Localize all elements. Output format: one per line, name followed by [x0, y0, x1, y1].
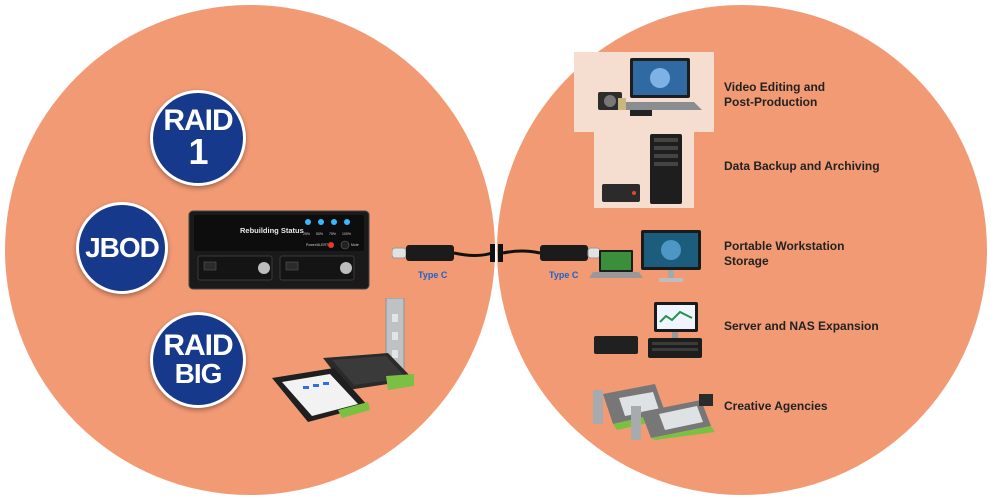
- backup-tower-icon: [594, 132, 694, 208]
- server-rack-icon: [594, 302, 702, 358]
- progress-label-50: 50%: [316, 232, 323, 236]
- raid1-badge: RAID 1: [150, 90, 246, 186]
- raid-big-badge-line1: RAID: [163, 329, 233, 363]
- use-case-portable-line1: Portable Workstation: [724, 239, 845, 253]
- use-case-agency-line1: Creative Agencies: [724, 399, 828, 413]
- dual-bay-enclosure-icon: Rebuilding Status 25% 50% 75% 100% Power…: [188, 210, 370, 290]
- use-case-video-line2: Post-Production: [724, 95, 818, 109]
- raid-big-badge: RAID BIG: [150, 312, 246, 408]
- mute-label: Mute: [351, 243, 359, 247]
- raid1-badge-line2: 1: [188, 131, 208, 173]
- expansion-cards-icon: [593, 384, 715, 440]
- type-c-label-right: Type C: [549, 270, 579, 280]
- type-c-label-left: Type C: [418, 270, 448, 280]
- use-case-label-server-nas: Server and NAS Expansion: [724, 319, 944, 334]
- use-case-backup-line1: Data Backup and Archiving: [724, 159, 880, 173]
- raid-big-badge-line2: BIG: [174, 357, 223, 389]
- progress-label-75: 75%: [329, 232, 336, 236]
- raid1-badge-line1: RAID: [163, 103, 233, 137]
- usb-c-cable-icon: [392, 244, 600, 262]
- progress-label-25: 25%: [303, 232, 310, 236]
- jbod-badge-line1: JBOD: [85, 231, 160, 263]
- video-editing-setup-icon: [574, 52, 714, 132]
- power-alert-label: Power/ALERT: [306, 243, 329, 247]
- progress-label-100: 100%: [342, 232, 351, 236]
- jbod-badge: JBOD: [76, 202, 168, 294]
- enclosure-status-title: Rebuilding Status: [240, 226, 304, 235]
- use-case-portable-line2: Storage: [724, 254, 769, 268]
- use-case-server-line1: Server and NAS Expansion: [724, 319, 879, 333]
- workstation-monitor-icon: [589, 230, 701, 282]
- use-case-label-portable-workstation: Portable Workstation Storage: [724, 239, 944, 269]
- m2-adapter-cards-icon: [272, 298, 414, 422]
- use-case-label-backup: Data Backup and Archiving: [724, 159, 944, 174]
- use-case-label-video-editing: Video Editing and Post-Production: [724, 80, 944, 110]
- use-case-label-creative-agencies: Creative Agencies: [724, 399, 944, 414]
- use-case-video-line1: Video Editing and: [724, 80, 826, 94]
